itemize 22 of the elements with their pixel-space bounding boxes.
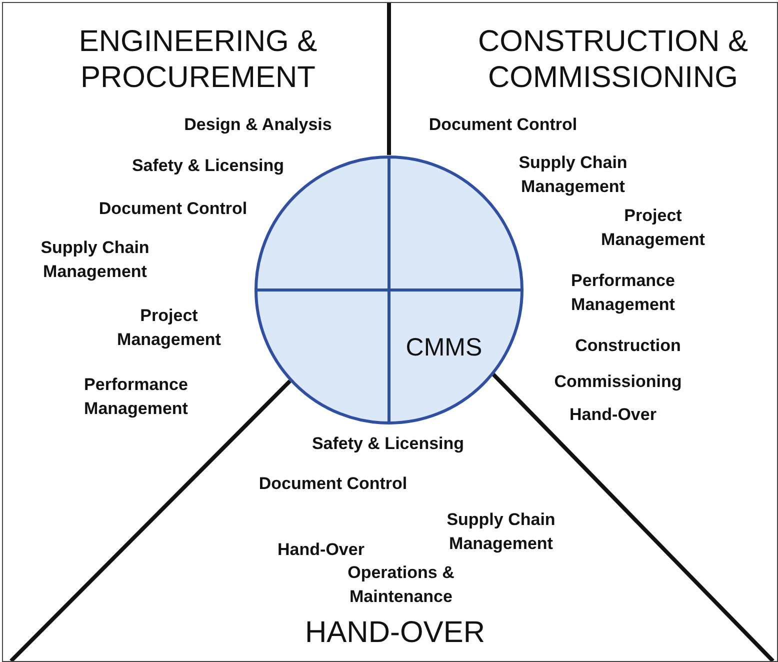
activity-label: Performance Management [570,270,676,316]
activity-label: Commissioning [553,371,683,393]
activity-label: Performance Management [83,374,189,420]
activity-label: Safety & Licensing [130,155,286,177]
activity-label: Document Control [98,198,248,220]
activity-label: Safety & Licensing [310,433,466,455]
activity-label: Document Control [258,473,408,495]
activity-label: Document Control [428,114,578,136]
activity-label: Supply Chain Management [518,152,628,198]
activity-label: Construction [574,335,682,357]
activity-label: Design & Analysis [183,114,333,136]
activity-label: Project Management [116,305,222,351]
activity-label: Project Management [600,205,706,251]
activity-label: Supply Chain Management [40,237,150,283]
activity-label: Supply Chain Management [446,509,556,555]
region-title: ENGINEERING & PROCUREMENT [78,24,318,96]
system-label: CMMS [406,334,482,362]
activity-label: Hand-Over [276,539,366,561]
activity-label: Hand-Over [568,404,658,426]
region-title: CONSTRUCTION & COMMISSIONING [477,24,749,96]
region-title: HAND-OVER [304,615,486,651]
activity-label: Operations & Maintenance [346,562,456,608]
